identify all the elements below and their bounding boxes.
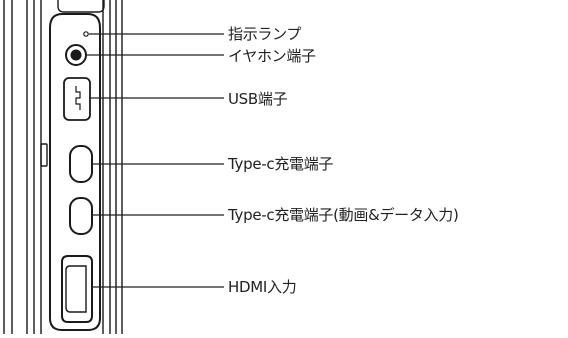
device-frame [3,0,123,334]
typec-charge-label: Type-c充電端子 [228,155,334,173]
indicator-lamp-label: 指示ランプ [228,25,302,43]
earphone-jack-label: イヤホン端子 [228,47,316,65]
earphone-jack-shape [65,44,87,66]
indicator-lamp-dot [83,31,89,37]
hdmi-port-shape [61,255,93,323]
usb-port-shape [63,77,91,121]
typec-port-1-shape [69,145,93,183]
typec-port-2-shape [69,197,93,235]
port-panel [49,13,101,331]
usb-port-label: USB端子 [228,90,288,108]
leader-lines [87,33,224,288]
typec-charge-av-label: Type-c充電端子(動画&データ入力) [228,206,459,224]
hdmi-input-label: HDMI入力 [228,278,297,296]
